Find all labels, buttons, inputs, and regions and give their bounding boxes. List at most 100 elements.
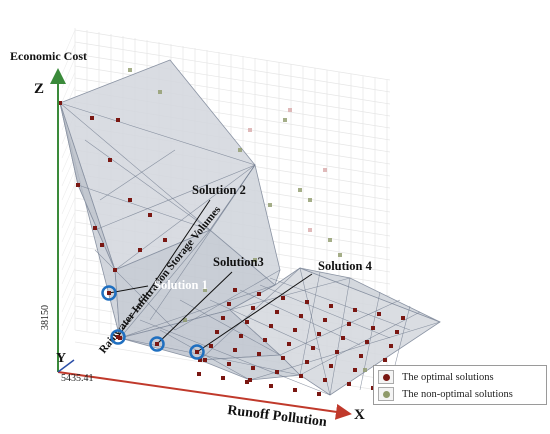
optimal-solution-point — [215, 330, 219, 334]
mesh-line — [174, 269, 281, 331]
optimal-solution-point — [329, 364, 333, 368]
optimal-solution-point — [323, 378, 327, 382]
optimal-solution-point — [275, 370, 279, 374]
optimal-solution-point — [233, 348, 237, 352]
optimal-solution-point — [395, 330, 399, 334]
mesh-line — [209, 299, 321, 351]
mesh-line — [259, 284, 391, 339]
z-axis-label: Economic Cost — [10, 49, 87, 63]
x-axis-letter: X — [354, 407, 365, 423]
optimal-solution-point — [245, 380, 249, 384]
non-optimal-solution-point — [183, 318, 187, 322]
mesh-line — [94, 164, 256, 231]
grid-line — [61, 295, 76, 327]
optimal-solution-point — [389, 344, 393, 348]
legend-swatch-optimal — [378, 370, 394, 384]
solution-2-label: Solution 2 — [192, 183, 246, 197]
legend-swatch-non-optimal — [378, 387, 394, 401]
non-optimal-solution-point — [328, 238, 332, 242]
grid-line — [61, 309, 76, 341]
non-optimal-solution-point — [283, 118, 287, 122]
optimal-solution-point — [335, 350, 339, 354]
solution-2-callout-line — [117, 199, 211, 338]
optimal-solution-point — [93, 226, 97, 230]
optimal-solution-point — [329, 304, 333, 308]
grid-line — [61, 225, 76, 257]
non-optimal-solution-point — [158, 90, 162, 94]
solution-3-label: Solution3 — [213, 255, 264, 269]
optimal-solution-point — [269, 384, 273, 388]
mesh-line — [359, 291, 381, 391]
optimal-solution-point — [197, 372, 201, 376]
mesh-line — [139, 319, 331, 396]
optimal-solution-point — [227, 302, 231, 306]
non-optimal-solution-point — [308, 228, 312, 232]
legend-label-non-optimal: The non-optimal solutions — [402, 388, 513, 400]
grid-line — [61, 197, 76, 229]
optimal-solution-point — [221, 376, 225, 380]
optimal-solution-point — [148, 213, 152, 217]
grid-line — [61, 211, 76, 243]
optimal-solution-point — [116, 118, 120, 122]
grid-line — [61, 169, 76, 201]
optimal-solution-point — [257, 292, 261, 296]
optimal-solution-point — [269, 324, 273, 328]
mesh-line — [99, 149, 176, 201]
grid-line — [74, 65, 391, 117]
non-optimal-solution-point — [238, 148, 242, 152]
pareto-surface — [59, 59, 441, 396]
grid-line — [74, 41, 391, 93]
optimal-solution-point — [251, 366, 255, 370]
optimal-solution-point — [305, 360, 309, 364]
mesh-line — [119, 229, 211, 339]
non-optimal-solution-point — [248, 128, 252, 132]
non-optimal-solution-point — [128, 68, 132, 72]
optimal-solution-point — [239, 334, 243, 338]
tick-label-5435: 5435.41 — [61, 373, 94, 384]
solution-callouts — [101, 199, 313, 360]
solution-4-label: Solution 4 — [318, 259, 373, 273]
mesh-line — [119, 284, 276, 339]
grid-line — [61, 183, 76, 215]
optimal-solution-point — [138, 248, 142, 252]
solution-2-marker — [110, 329, 126, 345]
mesh-line — [114, 164, 256, 271]
optimal-solution-point — [227, 362, 231, 366]
optimal-solution-point — [317, 392, 321, 396]
mesh-line — [249, 321, 441, 381]
x-axis — [57, 371, 352, 420]
mesh-line — [94, 249, 176, 331]
mesh-line — [159, 329, 251, 381]
y-axis-letter: Y — [56, 351, 66, 366]
z-axis-letter: Z — [34, 81, 44, 97]
optimal-solution-point — [275, 310, 279, 314]
mesh-line — [329, 277, 351, 396]
optimal-solution-point — [76, 183, 80, 187]
non-optimal-solution-point — [253, 258, 257, 262]
legend-item-non-optimal: The non-optimal solutions — [378, 386, 513, 402]
tick-label-38150: 38150 — [40, 305, 51, 330]
grid-line — [61, 281, 76, 313]
mesh-line — [229, 277, 351, 311]
solution-4-marker — [189, 344, 205, 360]
optimal-solution-point — [293, 328, 297, 332]
solution-2-point — [116, 335, 120, 339]
grid-line — [74, 29, 391, 81]
optimal-solution-point — [58, 101, 62, 105]
optimal-solution-point — [377, 312, 381, 316]
optimal-solution-point — [365, 340, 369, 344]
grid-line — [61, 267, 76, 299]
legend-item-optimal: The optimal solutions — [378, 369, 494, 385]
solution-3-marker — [149, 336, 165, 352]
optimal-solution-point — [90, 116, 94, 120]
solution-1-marker — [101, 285, 117, 301]
optimal-solution-point — [248, 378, 252, 382]
non-optimal-solution-point — [323, 168, 327, 172]
legend-label-optimal: The optimal solutions — [402, 371, 494, 383]
mesh-line — [299, 267, 331, 396]
grid-line — [61, 71, 76, 103]
optimal-solution-point — [383, 358, 387, 362]
optimal-solution-point — [209, 344, 213, 348]
grid-line — [61, 239, 76, 271]
